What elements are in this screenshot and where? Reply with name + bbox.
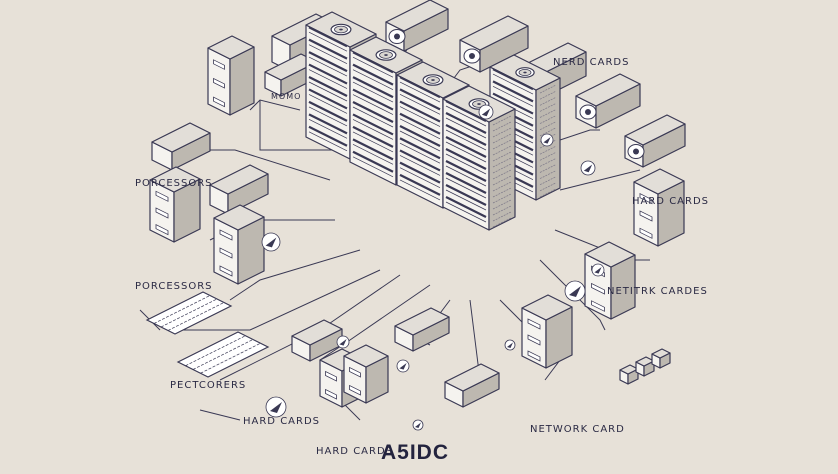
- label-hard-cards-bottom-left: HARD CARDS: [243, 416, 321, 427]
- label-hard-cards-right: HARD CARDS: [632, 196, 710, 207]
- arrow-icon: [265, 396, 287, 418]
- equipment: [145, 0, 686, 431]
- connection-line: [319, 284, 431, 361]
- connection-line: [539, 259, 606, 331]
- arrow-icon: [412, 419, 424, 431]
- brand-logo-text: A5IDC: [381, 441, 450, 464]
- processor-unit-7: [207, 35, 255, 116]
- arrow-icon: [261, 232, 281, 252]
- connection-line: [259, 100, 340, 151]
- processor-unit-11: [213, 204, 265, 285]
- label-nerd-cards: NERD CARDS: [553, 57, 630, 68]
- label-momo: MOMO: [271, 92, 302, 101]
- arrow-icon: [591, 263, 605, 277]
- keyboard-icon: [145, 291, 233, 335]
- label-porcessors-lower: PORCESSORS: [135, 281, 213, 292]
- connection-line: [249, 99, 301, 111]
- hard-drive-unit-12: [633, 168, 685, 247]
- arrow-icon: [478, 104, 494, 120]
- label-hard-cards-bottom: HARD CARDS: [316, 446, 394, 457]
- hard-drive-unit-19: [343, 344, 389, 404]
- arrow-icon: [504, 339, 516, 351]
- arrow-icon: [396, 359, 410, 373]
- network-card-icon-16: [444, 363, 500, 408]
- network-card-icon-15: [394, 307, 450, 352]
- network-unit-13: [584, 241, 636, 320]
- network-card-icon-3: [575, 73, 641, 129]
- label-network-card: NETWORK CARD: [530, 424, 625, 435]
- arrow-icon: [540, 133, 554, 147]
- hard-drive-unit-17: [291, 319, 343, 362]
- processor-unit-8: [151, 122, 211, 171]
- connection-line: [210, 149, 331, 181]
- connector-20: [619, 364, 639, 385]
- server-rack-icon-30: [442, 85, 516, 231]
- connection-line: [229, 249, 361, 301]
- arrow-icon: [580, 160, 596, 176]
- processor-unit-10: [149, 166, 201, 243]
- network-card-icon-1: [459, 15, 529, 73]
- network-card-icon-0: [385, 0, 449, 52]
- arrow-icon: [336, 335, 350, 349]
- label-pecroers: PECTCORERS: [170, 380, 247, 391]
- connection-line: [199, 409, 241, 421]
- connector-22: [651, 348, 671, 369]
- label-porcessors-upper: PORCESSORS: [135, 178, 213, 189]
- arrow-icon: [564, 280, 586, 302]
- network-unit-14: [521, 294, 573, 369]
- connection-line: [559, 169, 641, 191]
- connection-line: [180, 269, 381, 331]
- hard-drive-unit-6: [264, 53, 318, 97]
- network-card-icon-4: [624, 114, 686, 168]
- connector-21: [635, 356, 655, 377]
- label-netirk-cardes: NETITRK CARDES: [607, 286, 708, 297]
- keyboard-icon: [176, 331, 270, 378]
- processor-unit-9: [209, 164, 269, 215]
